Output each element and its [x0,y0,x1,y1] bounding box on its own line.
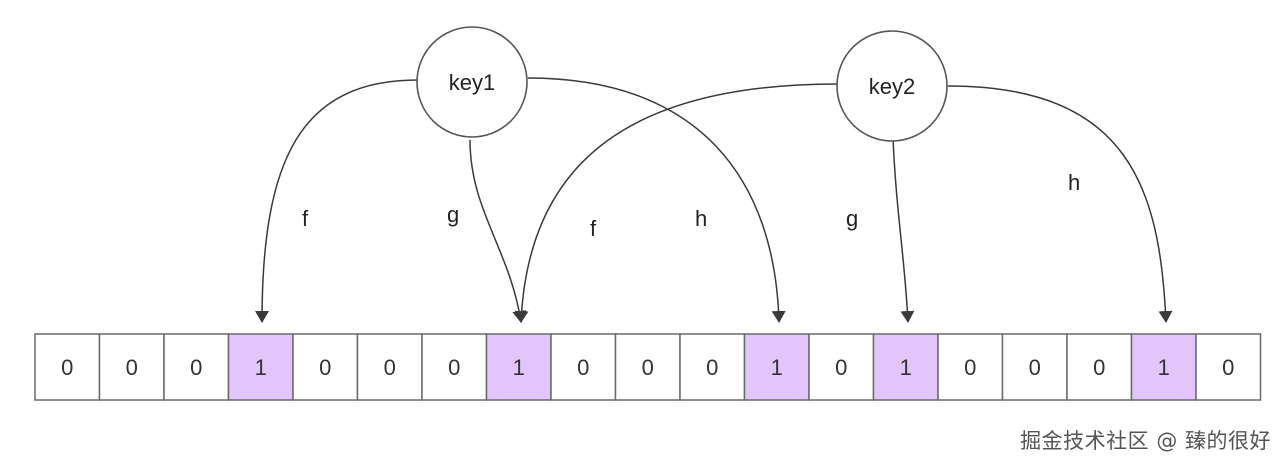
bit-value: 0 [642,355,654,380]
bit-cell-box [550,333,617,401]
bit-cell: 0 [421,333,488,401]
bit-cell: 0 [614,333,681,401]
bit-cell: 1 [743,333,810,401]
bit-cell-box [872,333,939,401]
bit-value: 0 [835,355,847,380]
bit-value: 1 [1158,355,1170,380]
bit-cell: 0 [679,333,746,401]
edge-label-key1-h: h [695,206,707,231]
watermark: 掘金技术社区 @ 臻的很好 [1020,429,1271,453]
bit-value: 1 [900,355,912,380]
bit-cell: 0 [1066,333,1133,401]
bit-array: 0 0 0 1 0 0 0 1 0 0 0 1 0 1 0 0 0 1 0 [34,333,1262,401]
bit-value: 0 [1222,355,1234,380]
key-node-key2: key2 [836,30,948,142]
bit-cell: 0 [98,333,165,401]
bit-value: 0 [448,355,460,380]
bit-value: 0 [384,355,396,380]
bit-cell: 1 [227,333,294,401]
bit-value: 1 [513,355,525,380]
bit-cell-box [808,333,875,401]
edge-key2-h [947,85,1173,323]
key-label-key2: key2 [869,74,915,99]
bit-cell: 0 [292,333,359,401]
key-node-key1: key1 [416,26,528,138]
bit-value: 0 [706,355,718,380]
bit-value: 0 [1029,355,1041,380]
edge-key1-f [255,79,419,323]
bit-value: 1 [255,355,267,380]
bit-cell-box [292,333,359,401]
edge-key2-f [514,83,839,323]
bit-cell: 0 [163,333,230,401]
bit-value: 0 [319,355,331,380]
bit-value: 0 [61,355,73,380]
edge-key1-h [527,77,786,323]
bit-cell: 0 [550,333,617,401]
edge-label-key2-h: h [1068,170,1080,195]
bit-cell: 1 [872,333,939,401]
bit-cell: 1 [485,333,552,401]
bit-cell-box [1066,333,1133,401]
edge-key1-g [469,139,527,323]
bit-value: 1 [771,355,783,380]
key-label-key1: key1 [449,70,495,95]
edge-labels: f g f h g h [302,170,1080,241]
bit-cell-box [98,333,165,401]
bit-value: 0 [577,355,589,380]
bit-value: 0 [964,355,976,380]
bit-cell: 0 [34,333,101,401]
bit-cell: 0 [937,333,1004,401]
bit-cell-box [356,333,423,401]
bit-cell: 0 [1001,333,1068,401]
bit-cell: 0 [1195,333,1262,401]
bit-value: 0 [1093,355,1105,380]
bit-cell-box [1195,333,1262,401]
bit-cell-box [34,333,101,401]
bit-cell: 1 [1130,333,1197,401]
edge-label-key1-f: f [302,206,309,231]
bit-cell-box [679,333,746,401]
bit-cell: 0 [808,333,875,401]
bit-cell-box [163,333,230,401]
edge-label-key1-g: g [447,202,459,227]
bit-cell-box [227,333,294,401]
edges [255,77,1173,323]
bit-value: 0 [126,355,138,380]
edge-label-key2-g: g [846,206,858,231]
edge-key2-g [892,137,915,323]
bit-cell-box [1001,333,1068,401]
edge-label-key2-f: f [590,216,597,241]
bit-value: 0 [190,355,202,380]
bit-cell: 0 [356,333,423,401]
